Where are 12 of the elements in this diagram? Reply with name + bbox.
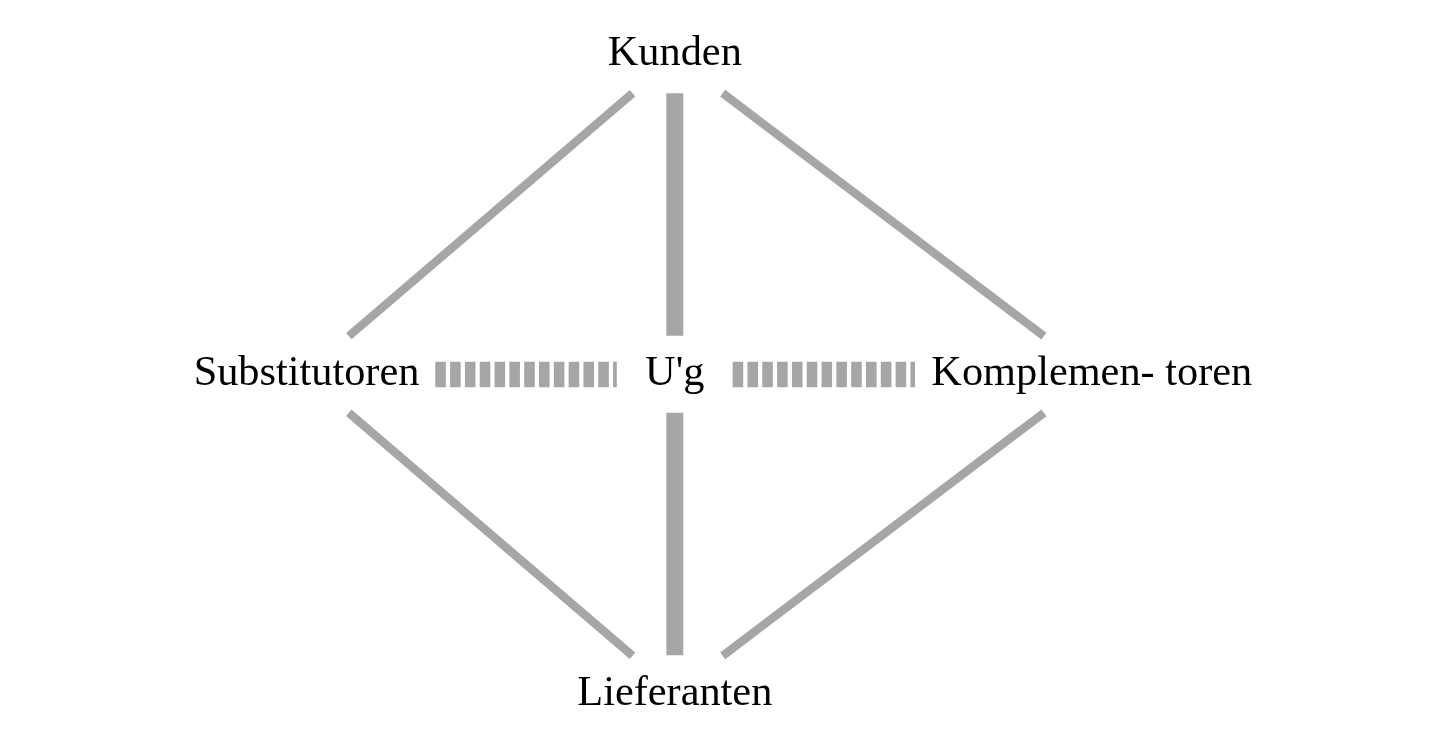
node-text: Kunden	[607, 27, 742, 75]
node-text: Komplemen- toren	[930, 347, 1252, 395]
connector	[719, 409, 1046, 660]
node-text: U'g	[644, 347, 704, 395]
connector	[665, 412, 683, 656]
connector	[665, 93, 683, 336]
connector	[345, 89, 635, 340]
node-text: Substitutoren	[193, 347, 419, 395]
node-text: Lieferanten	[576, 666, 772, 714]
connector	[345, 409, 635, 659]
connector	[719, 89, 1046, 340]
connector	[732, 361, 915, 388]
